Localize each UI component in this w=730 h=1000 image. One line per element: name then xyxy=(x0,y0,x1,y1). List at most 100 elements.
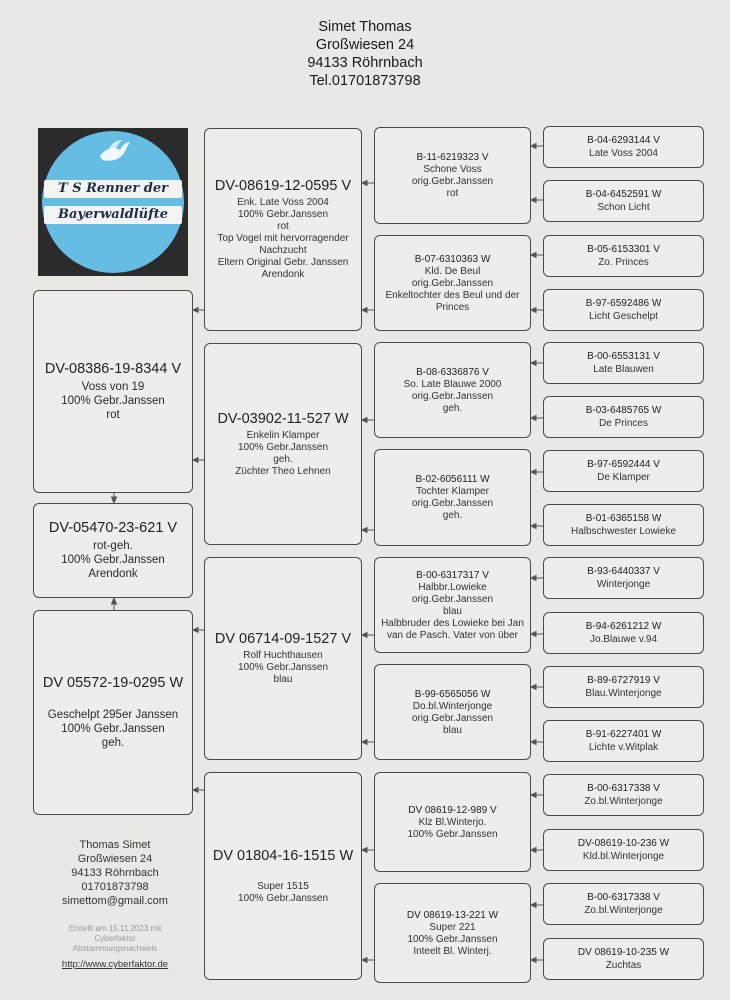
parent-line: Super 1515 xyxy=(257,880,309,892)
great-grandparent-ring: B-00-6553131 V xyxy=(587,351,660,362)
logo-line-2: Bayerwaldlüfte xyxy=(44,206,182,224)
parent-line: Züchter Theo Lehnen xyxy=(235,465,331,477)
grandparent-line: orig.Gebr.Janssen xyxy=(411,712,494,724)
parent-ring: DV-03902-11-527 W xyxy=(217,410,349,427)
grandparent-line: blau xyxy=(443,605,462,617)
grandparent-line: orig.Gebr.Janssen xyxy=(411,593,494,605)
great-grandparent-card[interactable]: B-04-6452591 W Schon Licht xyxy=(543,180,704,222)
grandparent-line: orig.Gebr.Janssen xyxy=(411,176,494,187)
grandparent-ring: B-00-6317317 V xyxy=(416,569,489,581)
grandparent-ring: DV 08619-13-221 W xyxy=(406,909,499,921)
grandparent-line: Tochter Klamper xyxy=(416,486,489,497)
great-grandparent-card[interactable]: B-94-6261212 W Jo.Blauwe v.94 xyxy=(543,612,704,654)
owner-street: Großwiesen 24 xyxy=(315,37,415,53)
great-grandparent-name: Zuchtas xyxy=(605,960,642,971)
great-grandparent-name: Late Voss 2004 xyxy=(589,148,658,159)
great-grandparent-card[interactable]: DV-08619-10-236 W Kld.bl.Winterjonge xyxy=(543,829,704,871)
great-grandparent-ring: B-97-6592444 V xyxy=(587,459,660,470)
grandparent-line: Inteelt Bl. Winterj. xyxy=(413,945,492,957)
footer-phone: 01701873798 xyxy=(81,881,149,893)
great-grandparent-card[interactable]: B-01-6365158 W Halbschwester Lowieke xyxy=(543,504,704,546)
grandparent-card[interactable]: B-99-6565056 W Do.bl.Winterjonge orig.Ge… xyxy=(374,664,531,760)
great-grandparent-card[interactable]: B-00-6553131 V Late Blauwen xyxy=(543,342,704,384)
cyberfaktor-link[interactable]: http://www.cyberfaktor.de xyxy=(61,959,169,970)
grandparent-card[interactable]: B-11-6219323 V Schone Voss orig.Gebr.Jan… xyxy=(374,127,531,224)
sibling-line: Arendonk xyxy=(88,568,138,580)
grandparent-card[interactable]: DV 08619-13-221 W Super 221 100% Gebr.Ja… xyxy=(374,883,531,983)
great-grandparent-name: Zo. Princes xyxy=(598,257,649,268)
grandparent-ring: B-02-6056111 W xyxy=(415,474,490,485)
great-grandparent-ring: B-00-6317338 V xyxy=(587,892,660,903)
great-grandparent-name: Licht Geschelpt xyxy=(589,311,658,322)
great-grandparent-name: Halbschwester Lowieke xyxy=(570,526,677,537)
great-grandparent-card[interactable]: B-89-6727919 V Blau.Winterjonge xyxy=(543,666,704,708)
grandparent-line: So. Late Blauwe 2000 xyxy=(403,378,502,390)
breeder-footer: Thomas Simet Großwiesen 24 94133 Röhrnba… xyxy=(40,838,190,972)
pigeon-card[interactable]: DV-08386-19-8344 V Voss von 19 100% Gebr… xyxy=(33,290,193,493)
parent-card[interactable]: DV-08619-12-0595 V Enk. Late Voss 2004 1… xyxy=(204,128,362,331)
great-grandparent-name: Zo.bl.Winterjonge xyxy=(584,796,663,807)
great-grandparent-card[interactable]: DV 08619-10-235 W Zuchtas xyxy=(543,938,704,980)
sibling-line: 100% Gebr.Janssen xyxy=(61,554,165,566)
grandparent-line: Halbbruder des Lowieke bei Jan van de Pa… xyxy=(381,617,524,641)
dove-icon xyxy=(100,140,130,161)
parent-line: 100% Gebr.Janssen xyxy=(237,662,329,673)
great-grandparent-ring: B-04-6293144 V xyxy=(587,135,660,146)
great-grandparent-ring: B-03-6485765 W xyxy=(585,405,662,416)
partner-ring: DV 05572-19-0295 W xyxy=(42,675,184,691)
sibling-card[interactable]: DV-05470-23-621 V rot-geh. 100% Gebr.Jan… xyxy=(33,503,193,598)
great-grandparent-card[interactable]: B-91-6227401 W Lichte v.Witplak xyxy=(543,720,704,762)
parent-line: blau xyxy=(273,674,293,685)
grandparent-card[interactable]: DV 08619-12-989 V Klz Bl.Winterjo. 100% … xyxy=(374,772,531,872)
grandparent-line: rot xyxy=(446,188,459,199)
great-grandparent-card[interactable]: B-04-6293144 V Late Voss 2004 xyxy=(543,126,704,168)
great-grandparent-card[interactable]: B-00-6317338 V Zo.bl.Winterjonge xyxy=(543,774,704,816)
grandparent-line: Do.bl.Winterjonge xyxy=(412,700,493,712)
grandparent-line: Schone Voss xyxy=(423,164,482,175)
owner-phone: Tel.01701873798 xyxy=(309,73,421,89)
grandparent-line: 100% Gebr.Janssen xyxy=(407,828,498,840)
parent-line: rot xyxy=(277,221,289,232)
great-grandparent-ring: B-91-6227401 W xyxy=(585,729,662,740)
great-grandparent-ring: B-93-6440337 V xyxy=(587,566,660,577)
parent-card[interactable]: DV 01804-16-1515 W Super 1515 100% Gebr.… xyxy=(204,772,362,980)
logo-line-1: T S Renner der xyxy=(44,180,182,198)
partner-line: geh. xyxy=(101,737,125,749)
grandparent-card[interactable]: B-07-6310363 W Kld. De Beul orig.Gebr.Ja… xyxy=(374,235,531,331)
great-grandparent-ring: B-97-6592486 W xyxy=(585,298,662,309)
sibling-line: rot-geh. xyxy=(93,540,133,552)
grandparent-card[interactable]: B-00-6317317 V Halbbr.Lowieke orig.Gebr.… xyxy=(374,557,531,653)
parent-card[interactable]: DV-03902-11-527 W Enkelin Klamper 100% G… xyxy=(204,343,362,545)
great-grandparent-card[interactable]: B-97-6592444 V De Klamper xyxy=(543,450,704,492)
parent-card[interactable]: DV 06714-09-1527 V Rolf Huchthausen 100%… xyxy=(204,557,362,760)
great-grandparent-name: De Princes xyxy=(599,418,648,429)
pigeon-ring: DV-08386-19-8344 V xyxy=(44,361,182,377)
grandparent-line: orig.Gebr.Janssen xyxy=(411,498,494,509)
great-grandparent-card[interactable]: B-00-6317338 V Zo.bl.Winterjonge xyxy=(543,883,704,925)
parent-line: Rolf Huchthausen xyxy=(243,650,323,661)
pigeon-line: rot xyxy=(106,409,120,421)
parent-line: Enkelin Klamper xyxy=(246,429,320,441)
grandparent-card[interactable]: B-08-6336876 V So. Late Blauwe 2000 orig… xyxy=(374,342,531,438)
grandparent-line: geh. xyxy=(442,510,463,521)
footer-email[interactable]: simettom@gmail.com xyxy=(62,895,168,907)
parent-line: 100% Gebr.Janssen xyxy=(237,892,329,904)
great-grandparent-card[interactable]: B-97-6592486 W Licht Geschelpt xyxy=(543,289,704,331)
grandparent-card[interactable]: B-02-6056111 W Tochter Klamper orig.Gebr… xyxy=(374,449,531,546)
grandparent-line: orig.Gebr.Janssen xyxy=(411,390,494,402)
grandparent-ring: DV 08619-12-989 V xyxy=(408,804,497,816)
great-grandparent-ring: B-89-6727919 V xyxy=(587,675,660,686)
great-grandparent-card[interactable]: B-05-6153301 V Zo. Princes xyxy=(543,235,704,277)
great-grandparent-ring: DV 08619-10-235 W xyxy=(577,947,670,958)
grandparent-line: blau xyxy=(443,724,462,736)
grandparent-line: orig.Gebr.Janssen xyxy=(411,277,494,289)
parent-line: Top Vogel mit hervorragender Nachzucht xyxy=(217,233,349,256)
grandparent-line: geh. xyxy=(442,402,463,414)
parent-line: 100% Gebr.Janssen xyxy=(237,209,329,220)
great-grandparent-name: Blau.Winterjonge xyxy=(585,688,662,699)
great-grandparent-card[interactable]: B-93-6440337 V Winterjonge xyxy=(543,557,704,599)
great-grandparent-card[interactable]: B-03-6485765 W De Princes xyxy=(543,396,704,438)
partner-card[interactable]: DV 05572-19-0295 W Geschelpt 295er Janss… xyxy=(33,610,193,815)
owner-name: Simet Thomas xyxy=(318,19,412,35)
